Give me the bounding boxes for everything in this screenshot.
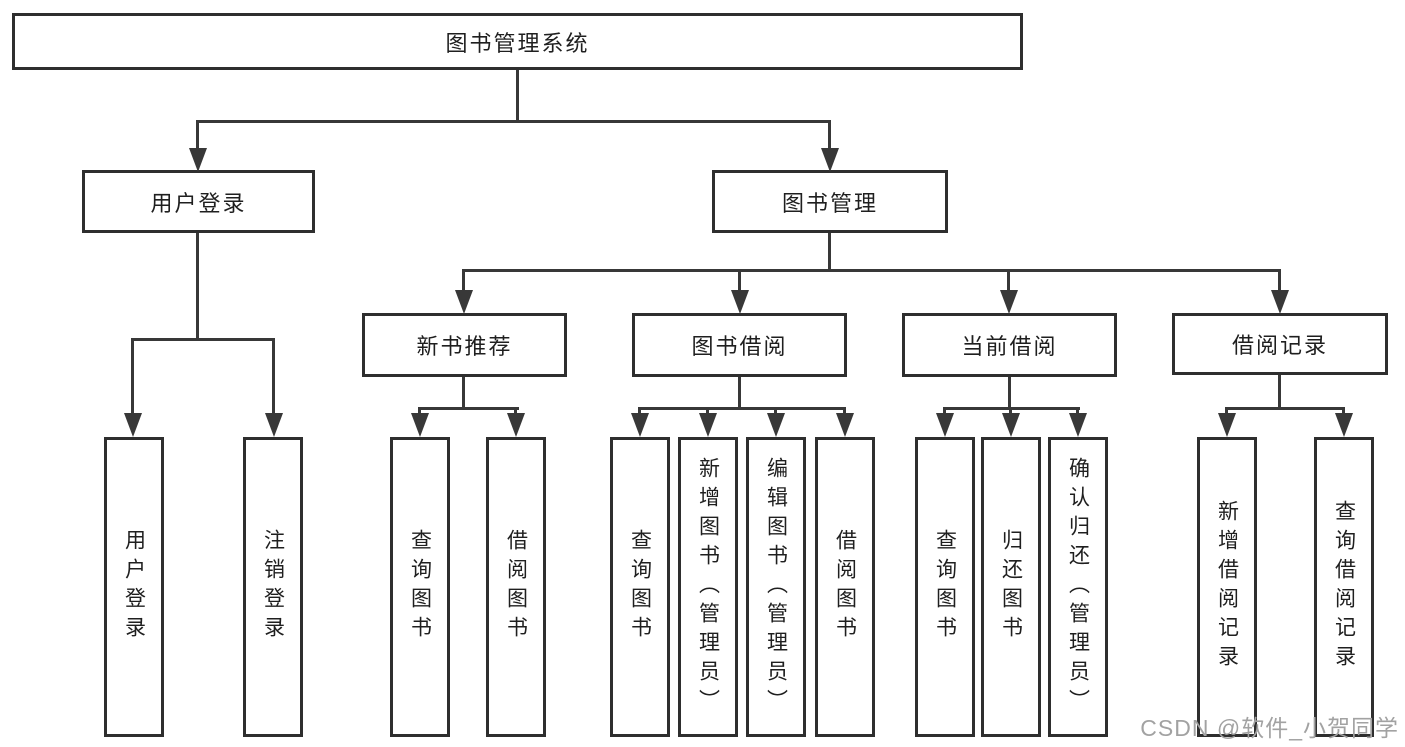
arrowhead-down-icon (1218, 413, 1236, 437)
arrowhead-down-icon (699, 413, 717, 437)
connector-vline (1076, 407, 1079, 417)
leaf-confirm-return-admin: 确认归还（管理员） (1048, 437, 1108, 737)
connector-vline (638, 407, 641, 417)
node-root-label: 图书管理系统 (445, 30, 590, 56)
connector-vline (514, 407, 517, 417)
arrowhead-down-icon (836, 413, 854, 437)
leaf-edit-books-admin-label: 编辑图书（管理员） (764, 456, 788, 718)
node-user-login-label: 用户登录 (150, 190, 247, 216)
connector-vline (1009, 407, 1012, 417)
node-book-management: 图书管理 (712, 170, 948, 233)
connector-vline (418, 407, 421, 417)
connector-vline (706, 407, 709, 417)
node-new-book-recommend: 新书推荐 (362, 313, 567, 377)
connector-vline (774, 407, 777, 417)
node-current-borrowing: 当前借阅 (902, 313, 1117, 377)
leaf-return-books: 归还图书 (981, 437, 1041, 737)
node-root: 图书管理系统 (12, 13, 1023, 70)
connector-vline (516, 70, 519, 122)
connector-vline (843, 407, 846, 417)
node-book-borrowing: 图书借阅 (632, 313, 847, 377)
leaf-confirm-return-admin-label: 确认归还（管理员） (1066, 456, 1090, 718)
leaf-recommend-query-books: 查询图书 (390, 437, 450, 737)
leaf-borrow-query-books: 查询图书 (610, 437, 670, 737)
arrowhead-down-icon (411, 413, 429, 437)
arrowhead-down-icon (1271, 290, 1289, 314)
leaf-query-borrow-record-label: 查询借阅记录 (1332, 500, 1356, 674)
connector-vline (738, 377, 741, 410)
node-current-borrowing-label: 当前借阅 (961, 334, 1058, 359)
node-book-borrowing-label: 图书借阅 (691, 334, 788, 359)
connector-vline (1278, 375, 1281, 410)
arrowhead-down-icon (265, 413, 283, 437)
leaf-current-query-books-label: 查询图书 (933, 529, 957, 645)
connector-vline (828, 120, 831, 152)
leaf-add-books-admin: 新增图书（管理员） (678, 437, 738, 737)
arrowhead-down-icon (936, 413, 954, 437)
leaf-user-login-label: 用户登录 (122, 529, 146, 645)
arrowhead-down-icon (455, 290, 473, 314)
leaf-borrow-books-label: 借阅图书 (833, 529, 857, 645)
csdn-watermark: CSDN @软件_小贺同学 (1140, 715, 1399, 741)
arrowhead-down-icon (631, 413, 649, 437)
leaf-recommend-query-books-label: 查询图书 (408, 529, 432, 645)
leaf-return-books-label: 归还图书 (999, 529, 1023, 645)
arrowhead-down-icon (731, 290, 749, 314)
leaf-logout-label: 注销登录 (261, 529, 285, 645)
arrowhead-down-icon (821, 148, 839, 172)
arrowhead-down-icon (1002, 413, 1020, 437)
arrowhead-down-icon (189, 148, 207, 172)
arrowhead-down-icon (767, 413, 785, 437)
arrowhead-down-icon (1000, 290, 1018, 314)
leaf-add-borrow-record-label: 新增借阅记录 (1215, 500, 1239, 674)
connector-hline (638, 407, 846, 410)
connector-vline (1225, 407, 1228, 417)
connector-vline (943, 407, 946, 417)
leaf-user-login: 用户登录 (104, 437, 164, 737)
node-borrowing-records-label: 借阅记录 (1231, 333, 1328, 358)
arrowhead-down-icon (1069, 413, 1087, 437)
connector-vline (1007, 269, 1010, 292)
connector-vline (1278, 269, 1281, 292)
connector-vline (272, 338, 275, 416)
connector-hline (131, 338, 275, 341)
connector-hline (196, 120, 831, 123)
node-new-book-recommend-label: 新书推荐 (416, 334, 513, 359)
leaf-add-books-admin-label: 新增图书（管理员） (696, 456, 720, 718)
leaf-recommend-borrow-books: 借阅图书 (486, 437, 546, 737)
arrowhead-down-icon (507, 413, 525, 437)
connector-vline (131, 338, 134, 416)
leaf-borrow-query-books-label: 查询图书 (628, 529, 652, 645)
connector-hline (1225, 407, 1345, 410)
leaf-logout: 注销登录 (243, 437, 303, 737)
leaf-borrow-books: 借阅图书 (815, 437, 875, 737)
node-user-login: 用户登录 (82, 170, 315, 233)
node-book-management-label: 图书管理 (781, 190, 878, 216)
node-borrowing-records: 借阅记录 (1172, 313, 1388, 375)
leaf-current-query-books: 查询图书 (915, 437, 975, 737)
connector-vline (1342, 407, 1345, 417)
connector-hline (418, 407, 519, 410)
connector-vline (738, 269, 741, 292)
connector-vline (196, 120, 199, 152)
leaf-recommend-borrow-books-label: 借阅图书 (504, 529, 528, 645)
arrowhead-down-icon (1335, 413, 1353, 437)
connector-hline (463, 269, 1281, 272)
arrowhead-down-icon (124, 413, 142, 437)
leaf-edit-books-admin: 编辑图书（管理员） (746, 437, 806, 737)
connector-vline (462, 269, 465, 292)
connector-vline (462, 377, 465, 410)
leaf-query-borrow-record: 查询借阅记录 (1314, 437, 1374, 737)
connector-vline (1008, 377, 1011, 410)
connector-vline (828, 233, 831, 272)
leaf-add-borrow-record: 新增借阅记录 (1197, 437, 1257, 737)
connector-vline (196, 233, 199, 341)
